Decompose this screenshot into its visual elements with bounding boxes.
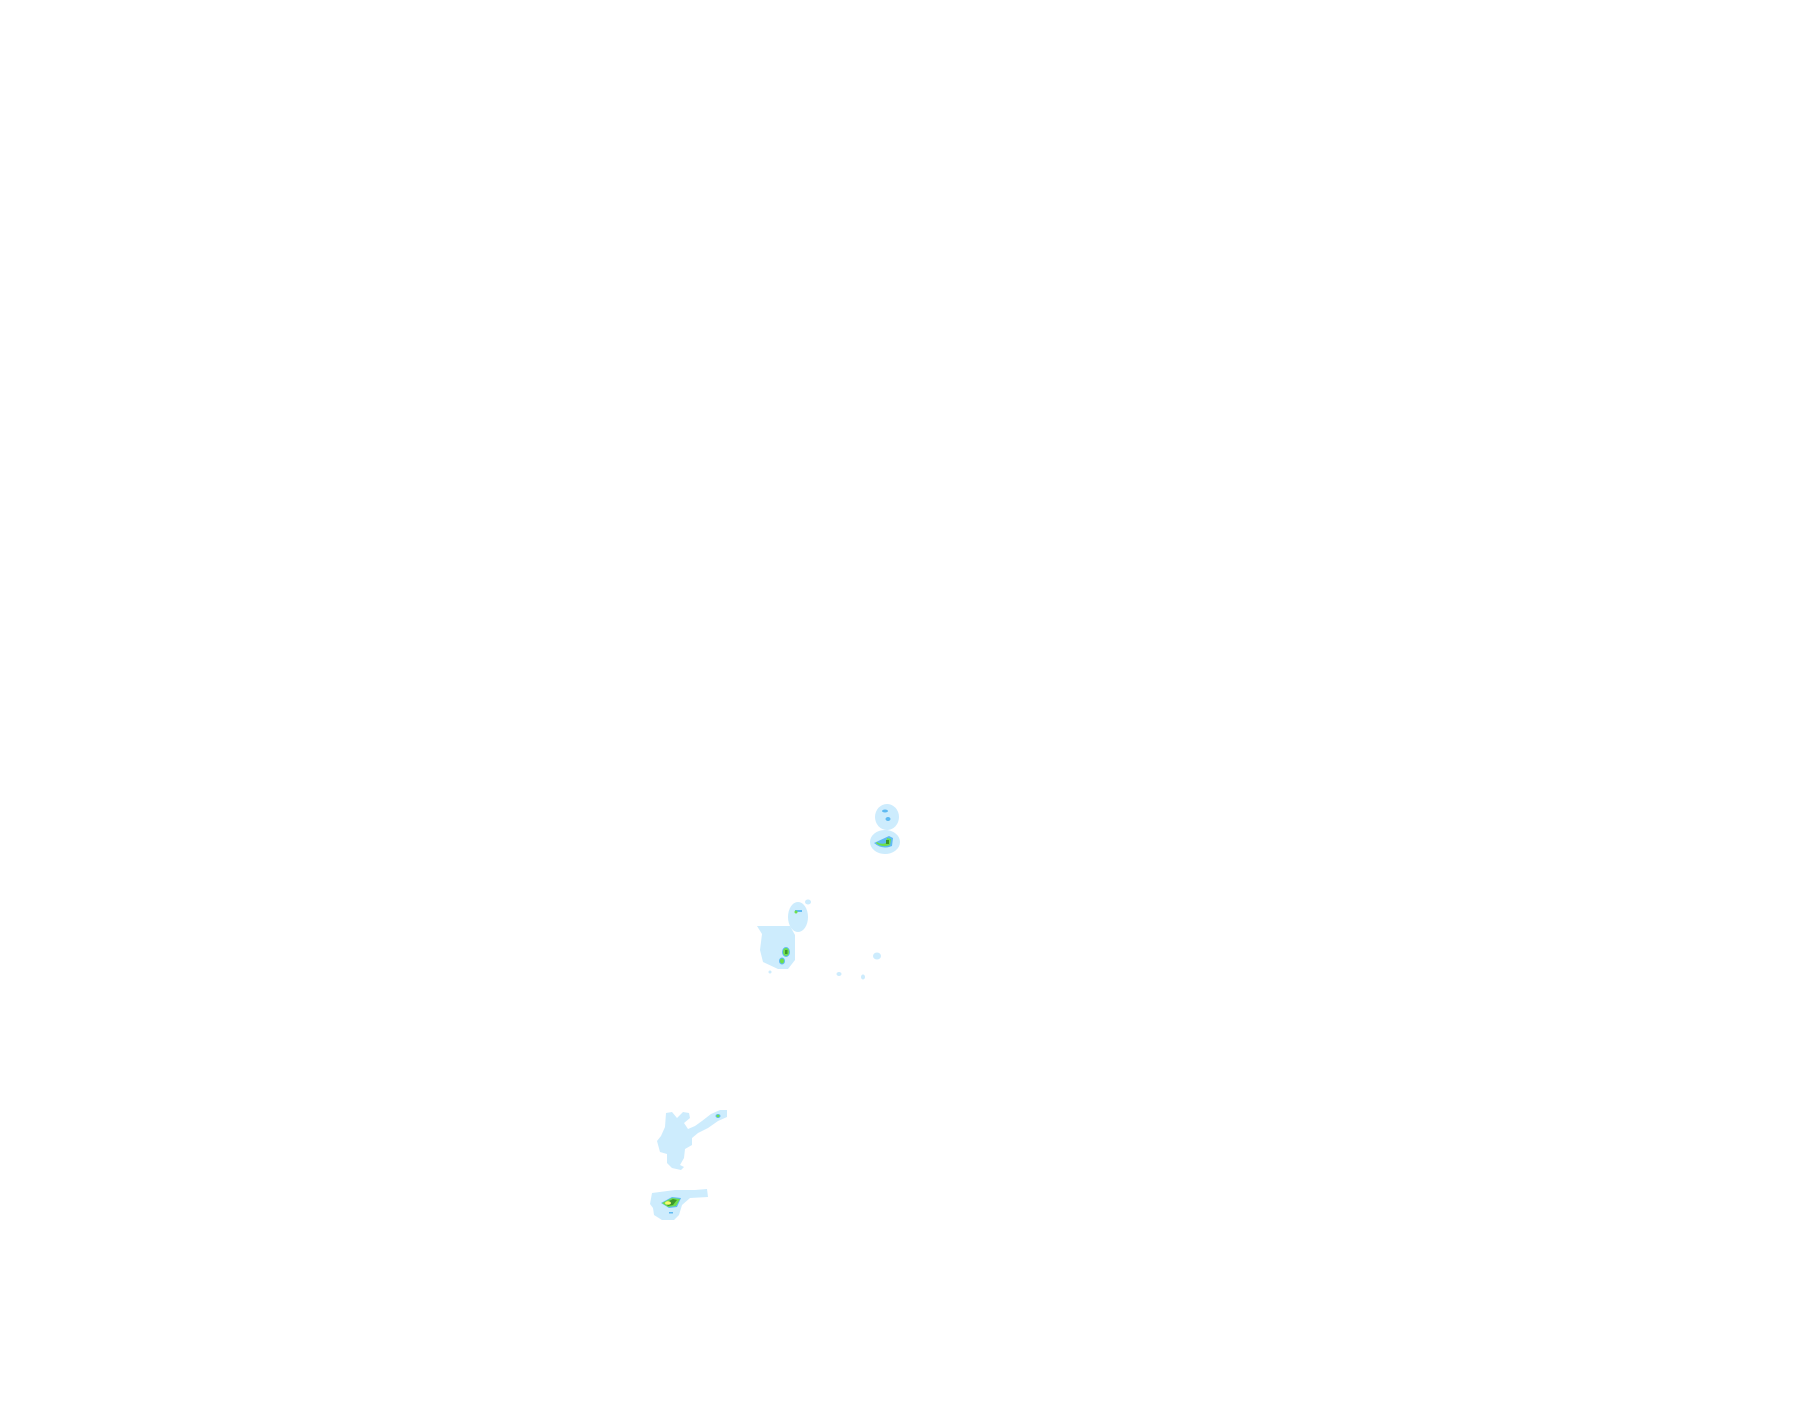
cell-north-upper-core	[882, 809, 891, 821]
cell-central-core	[779, 910, 802, 965]
cell-central	[757, 899, 811, 969]
cell-north-upper	[875, 804, 899, 830]
cell-south-lower-core	[661, 1197, 681, 1214]
cell-south-upper	[657, 1110, 727, 1170]
cell-south-upper-core	[715, 1114, 721, 1118]
cell-south-lower	[650, 1189, 708, 1220]
cell-north-lower-core	[874, 836, 893, 848]
scattered-cells	[768, 952, 881, 980]
